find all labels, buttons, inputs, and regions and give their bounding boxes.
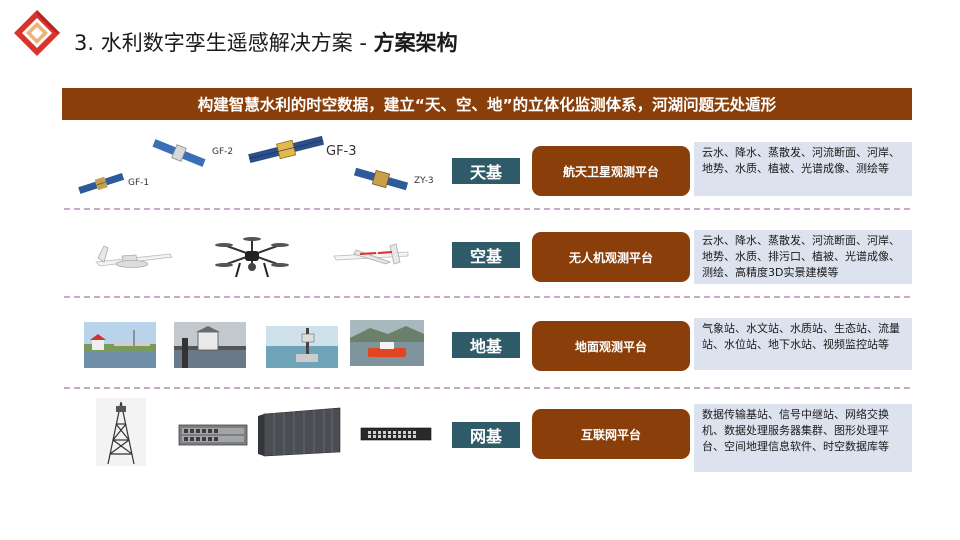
row-separator [64, 208, 910, 210]
rack-server-icon [178, 424, 248, 446]
desc-satellite: 云水、降水、蒸散发、河流断面、河岸、地势、水质、植被、光谱成像、测绘等 [694, 142, 912, 196]
network-switch-icon [360, 427, 432, 441]
desc-ground: 气象站、水文站、水质站、生态站、流量站、水位站、地下水站、视频监控站等 [694, 318, 912, 370]
hydrology-station-icon [174, 322, 246, 368]
badge-space: 天基 [452, 158, 520, 184]
multirotor-drone-icon [215, 237, 289, 278]
page-title: 3. 水利数字孪生遥感解决方案 - 方案架构 [74, 30, 458, 56]
badge-ground: 地基 [452, 332, 520, 358]
river-station-icon [84, 322, 156, 368]
server-cluster-icon [258, 407, 341, 457]
desc-internet: 数据传输基站、信号中继站、网络交换机、数据处理服务器集群、图形处理平台、空间地理… [694, 404, 912, 472]
banner-text: 构建智慧水利的时空数据，建立“天、空、地”的立体化监测体系，河湖问题无处遁形 [197, 96, 777, 114]
row-separator [64, 387, 910, 389]
satellite-zy3-icon [353, 167, 409, 191]
satellite-gf2-label: GF-2 [212, 147, 234, 157]
unmanned-boat-icon [350, 320, 424, 366]
diamond-logo-icon [14, 10, 60, 56]
platform-satellite: 航天卫星观测平台 [532, 146, 690, 196]
platform-internet: 互联网平台 [532, 409, 690, 459]
satellite-gf1-icon [78, 173, 125, 194]
satellite-gf3-icon [248, 135, 325, 164]
banner: 构建智慧水利的时空数据，建立“天、空、地”的立体化监测体系，河湖问题无处遁形 [62, 88, 912, 120]
desc-drone: 云水、降水、蒸散发、河流断面、河岸、地势、水质、排污口、植被、光谱成像、测绘、高… [694, 230, 912, 284]
satellite-gf3-label: GF-3 [326, 144, 357, 159]
satellite-gf2-icon [152, 139, 206, 167]
platform-drone: 无人机观测平台 [532, 232, 690, 282]
satellite-zy3-label: ZY-3 [414, 176, 434, 186]
water-level-station-icon [266, 326, 338, 368]
satellite-gf1-label: GF-1 [128, 178, 150, 188]
badge-network: 网基 [452, 422, 520, 448]
row-separator [64, 296, 910, 298]
platform-ground: 地面观测平台 [532, 321, 690, 371]
fixed-wing-drone-icon [95, 245, 173, 268]
vtol-drone-icon [333, 243, 409, 265]
transmission-tower-icon [96, 398, 146, 466]
badge-air: 空基 [452, 242, 520, 268]
title-prefix: 3. 水利数字孪生遥感解决方案 - [74, 31, 374, 55]
title-bold: 方案架构 [373, 31, 458, 55]
